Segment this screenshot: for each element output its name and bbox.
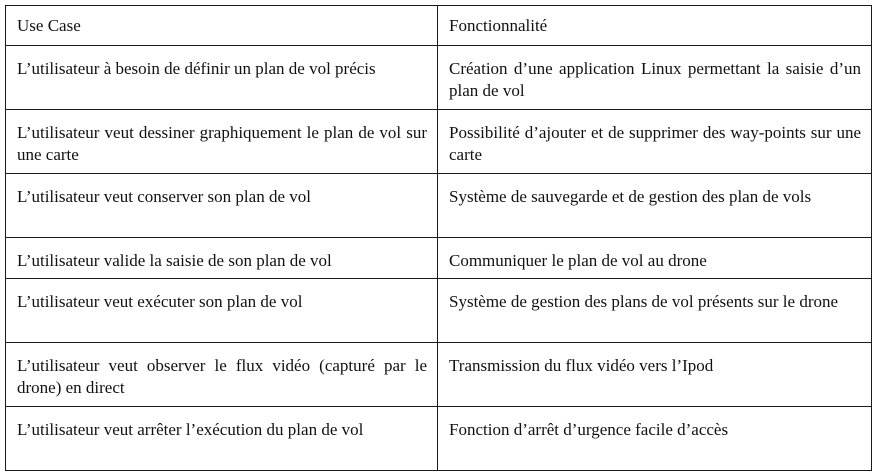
feature-cell: Création d’une application Linux permett… <box>437 45 872 110</box>
use-case-cell: L’utilisateur veut dessiner graphiquemen… <box>5 109 438 174</box>
table-row: L’utilisateur à besoin de définir un pla… <box>5 45 872 110</box>
use-case-cell: L’utilisateur veut conserver son plan de… <box>5 173 438 238</box>
use-case-cell: L’utilisateur veut exécuter son plan de … <box>5 278 438 343</box>
use-case-table: Use Case Fonctionnalité L’utilisateur à … <box>5 5 872 471</box>
table-row: L’utilisateur veut arrêter l’exécution d… <box>5 406 872 471</box>
feature-cell: Transmission du flux vidéo vers l’Ipod <box>437 342 872 407</box>
table-row: L’utilisateur valide la saisie de son pl… <box>5 237 872 279</box>
header-use-case: Use Case <box>5 5 438 46</box>
feature-cell: Communiquer le plan de vol au drone <box>437 237 872 279</box>
table-row: L’utilisateur veut dessiner graphiquemen… <box>5 109 872 174</box>
table-row: L’utilisateur veut observer le flux vidé… <box>5 342 872 407</box>
use-case-cell: L’utilisateur veut arrêter l’exécution d… <box>5 406 438 471</box>
use-case-cell: L’utilisateur valide la saisie de son pl… <box>5 237 438 279</box>
feature-cell: Système de sauvegarde et de gestion des … <box>437 173 872 238</box>
table-header-row: Use Case Fonctionnalité <box>5 5 872 46</box>
use-case-cell: L’utilisateur à besoin de définir un pla… <box>5 45 438 110</box>
table-row: L’utilisateur veut exécuter son plan de … <box>5 278 872 343</box>
use-case-cell: L’utilisateur veut observer le flux vidé… <box>5 342 438 407</box>
feature-cell: Fonction d’arrêt d’urgence facile d’accè… <box>437 406 872 471</box>
header-fonctionnalite: Fonctionnalité <box>437 5 872 46</box>
feature-cell: Système de gestion des plans de vol prés… <box>437 278 872 343</box>
feature-cell: Possibilité d’ajouter et de supprimer de… <box>437 109 872 174</box>
table-row: L’utilisateur veut conserver son plan de… <box>5 173 872 238</box>
